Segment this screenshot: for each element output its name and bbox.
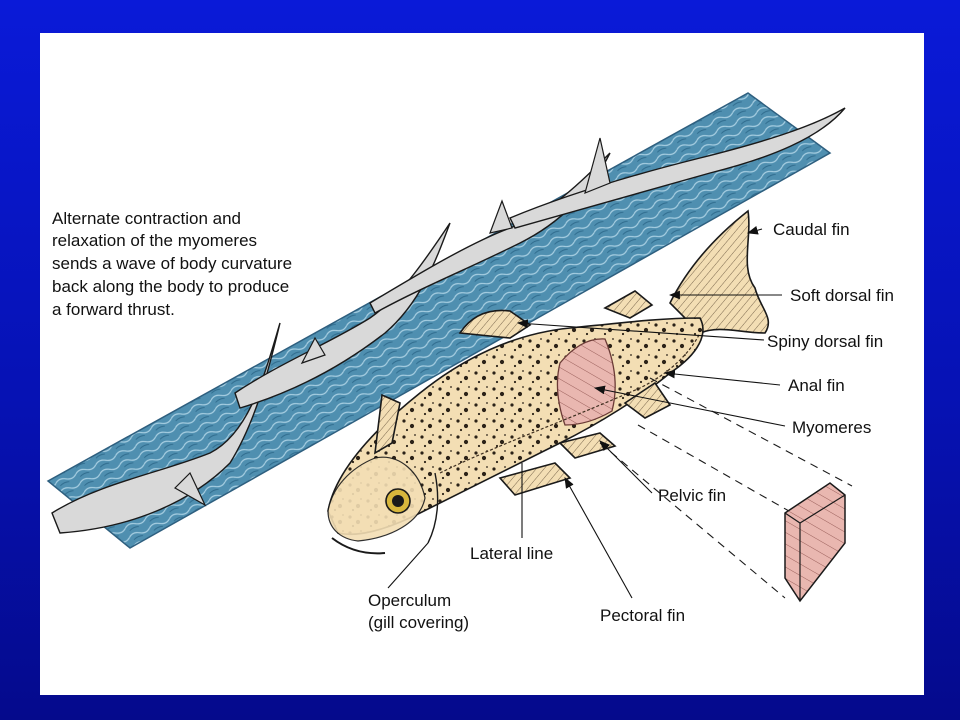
silhouette-1 — [51, 322, 281, 534]
cross-section-projection — [599, 377, 853, 599]
caudal-fin-shape — [669, 209, 770, 334]
pelvic-fin-shape — [558, 432, 617, 459]
silhouette-4-fin — [584, 137, 611, 195]
soft-dorsal-fin-shape — [603, 290, 654, 319]
silhouette-1-fin — [174, 471, 207, 507]
leader-pelvic — [599, 440, 653, 494]
silhouette-4 — [509, 107, 846, 229]
leader-spiny-dorsal — [516, 319, 765, 341]
description-line-1: Alternate contraction and — [52, 209, 241, 228]
front-fin-shape — [374, 393, 401, 455]
trout-illustration — [327, 209, 770, 555]
leader-anal — [663, 369, 781, 386]
leader-pectoral — [564, 477, 633, 599]
description-line-4: back along the body to produce — [52, 277, 289, 296]
silhouette-2-fin — [300, 336, 326, 365]
operculum-line — [427, 472, 439, 544]
slide-canvas: Alternate contraction and relaxation of … — [40, 33, 924, 695]
exposed-muscle — [556, 338, 616, 426]
fish-anatomy-diagram: Alternate contraction and relaxation of … — [46, 92, 894, 632]
leader-operculum — [387, 542, 429, 589]
label-operculum-note: (gill covering) — [368, 613, 469, 632]
description-line-2: relaxation of the myomeres — [52, 231, 257, 250]
anal-fin-shape — [623, 381, 672, 419]
label-caudal-fin: Caudal fin — [773, 220, 850, 239]
label-myomeres: Myomeres — [792, 418, 871, 437]
label-anal-fin: Anal fin — [788, 376, 845, 395]
label-leaders — [387, 226, 786, 599]
label-operculum: Operculum — [368, 591, 451, 610]
leader-caudal — [746, 226, 763, 235]
lateral-line-stroke — [439, 332, 701, 474]
label-pelvic-fin: Pelvic fin — [658, 486, 726, 505]
fish-head — [327, 456, 426, 542]
label-spiny-dorsal-fin: Spiny dorsal fin — [767, 332, 883, 351]
description-line-5: a forward thrust. — [52, 300, 175, 319]
leader-myomeres — [593, 385, 786, 427]
swimming-silhouettes — [51, 107, 846, 534]
label-soft-dorsal-fin: Soft dorsal fin — [790, 286, 894, 305]
description-text: Alternate contraction and relaxation of … — [52, 209, 292, 319]
part-labels: Caudal fin Soft dorsal fin Spiny dorsal … — [368, 220, 894, 632]
silhouette-3 — [369, 152, 611, 314]
silhouette-2 — [234, 222, 451, 409]
myomere-cross-section — [784, 482, 846, 603]
description-line-3: sends a wave of body curvature — [52, 254, 292, 273]
fish-mouth — [331, 537, 386, 555]
silhouette-3-fin — [489, 199, 513, 234]
label-lateral-line: Lateral line — [470, 544, 553, 563]
fish-pupil — [392, 495, 404, 507]
label-pectoral-fin: Pectoral fin — [600, 606, 685, 625]
